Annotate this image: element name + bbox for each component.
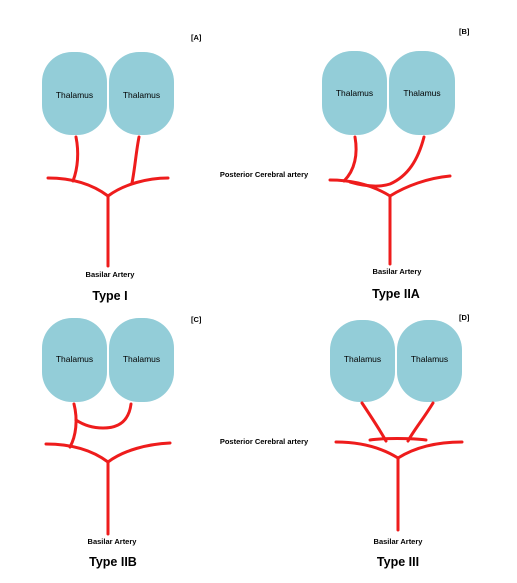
panel-a-right-thalamus-label: Thalamus [123,90,160,100]
panel-d-right-pca [396,440,464,460]
panel-a-left-thalamus [42,52,107,135]
panel-d-type-label: Type III [377,555,419,569]
panel-d-left-thalamus-label: Thalamus [344,354,381,364]
panel-a-left-thalamoperforator [71,135,80,183]
panel-d: [D] Thalamus Thalamus Basilar Artery Typ… [330,313,470,569]
panel-a-left-thalamus-label: Thalamus [56,90,93,100]
panel-c-tag: [C] [191,315,202,324]
panel-b-left-thalamus [322,51,387,135]
panel-d-right-thalamus-label: Thalamus [411,354,448,364]
panel-b-right-pca [388,174,452,198]
panel-b-left-thalamoperforator [342,135,358,183]
panel-b-basilar-label: Basilar Artery [373,267,423,276]
panel-b-left-thalamus-label: Thalamus [336,88,373,98]
panel-d-right-thalamoperforator [406,401,435,443]
panel-d-left-thalamoperforator [360,401,388,443]
panel-c-right-thalamus [109,318,174,402]
panel-a-type-label: Type I [92,289,127,303]
panel-c-right-pca [106,441,172,464]
panel-d-left-pca [334,440,400,460]
panel-a-basilar-label: Basilar Artery [86,270,136,279]
panel-d-tag: [D] [459,313,470,322]
panel-c-right-thalamus-label: Thalamus [123,354,160,364]
panel-c-left-thalamus [42,318,107,402]
panel-a-right-thalamus [109,52,174,135]
panel-b-right-thalamus [389,51,455,135]
panel-a: [A] Thalamus Thalamus Basilar Artery Typ… [42,33,202,303]
panel-a-right-thalamoperforator [130,135,141,185]
panel-c-left-thalamoperforator-trunk [68,402,78,449]
panel-b-left-pca [328,178,392,198]
panel-a-tag: [A] [191,33,202,42]
panel-d-right-thalamus [397,320,462,402]
panel-d-crossing-arch [368,437,428,442]
panel-b: [B] Thalamus Thalamus Basilar Artery Typ… [322,27,470,301]
panel-c-right-thalamoperforator-branch [74,402,133,430]
panel-b-tag: [B] [459,27,470,36]
panel-c-left-pca [44,442,110,464]
panel-b-right-thalamoperforator [348,135,426,188]
panel-c-left-thalamus-label: Thalamus [56,354,93,364]
panel-b-type-label: Type IIA [372,287,420,301]
pca-label-lower: Posterior Cerebral artery [220,437,309,446]
panel-c: [C] Thalamus Thalamus Basilar Artery Typ… [42,315,202,569]
panel-d-left-thalamus [330,320,395,402]
panel-d-basilar-label: Basilar Artery [374,537,424,546]
panel-a-right-pca [106,176,170,198]
panel-b-right-thalamus-label: Thalamus [403,88,440,98]
panel-c-type-label: Type IIB [89,555,137,569]
pca-label-upper: Posterior Cerebral artery [220,170,309,179]
panel-c-basilar-label: Basilar Artery [88,537,138,546]
panel-a-left-pca [46,176,110,198]
